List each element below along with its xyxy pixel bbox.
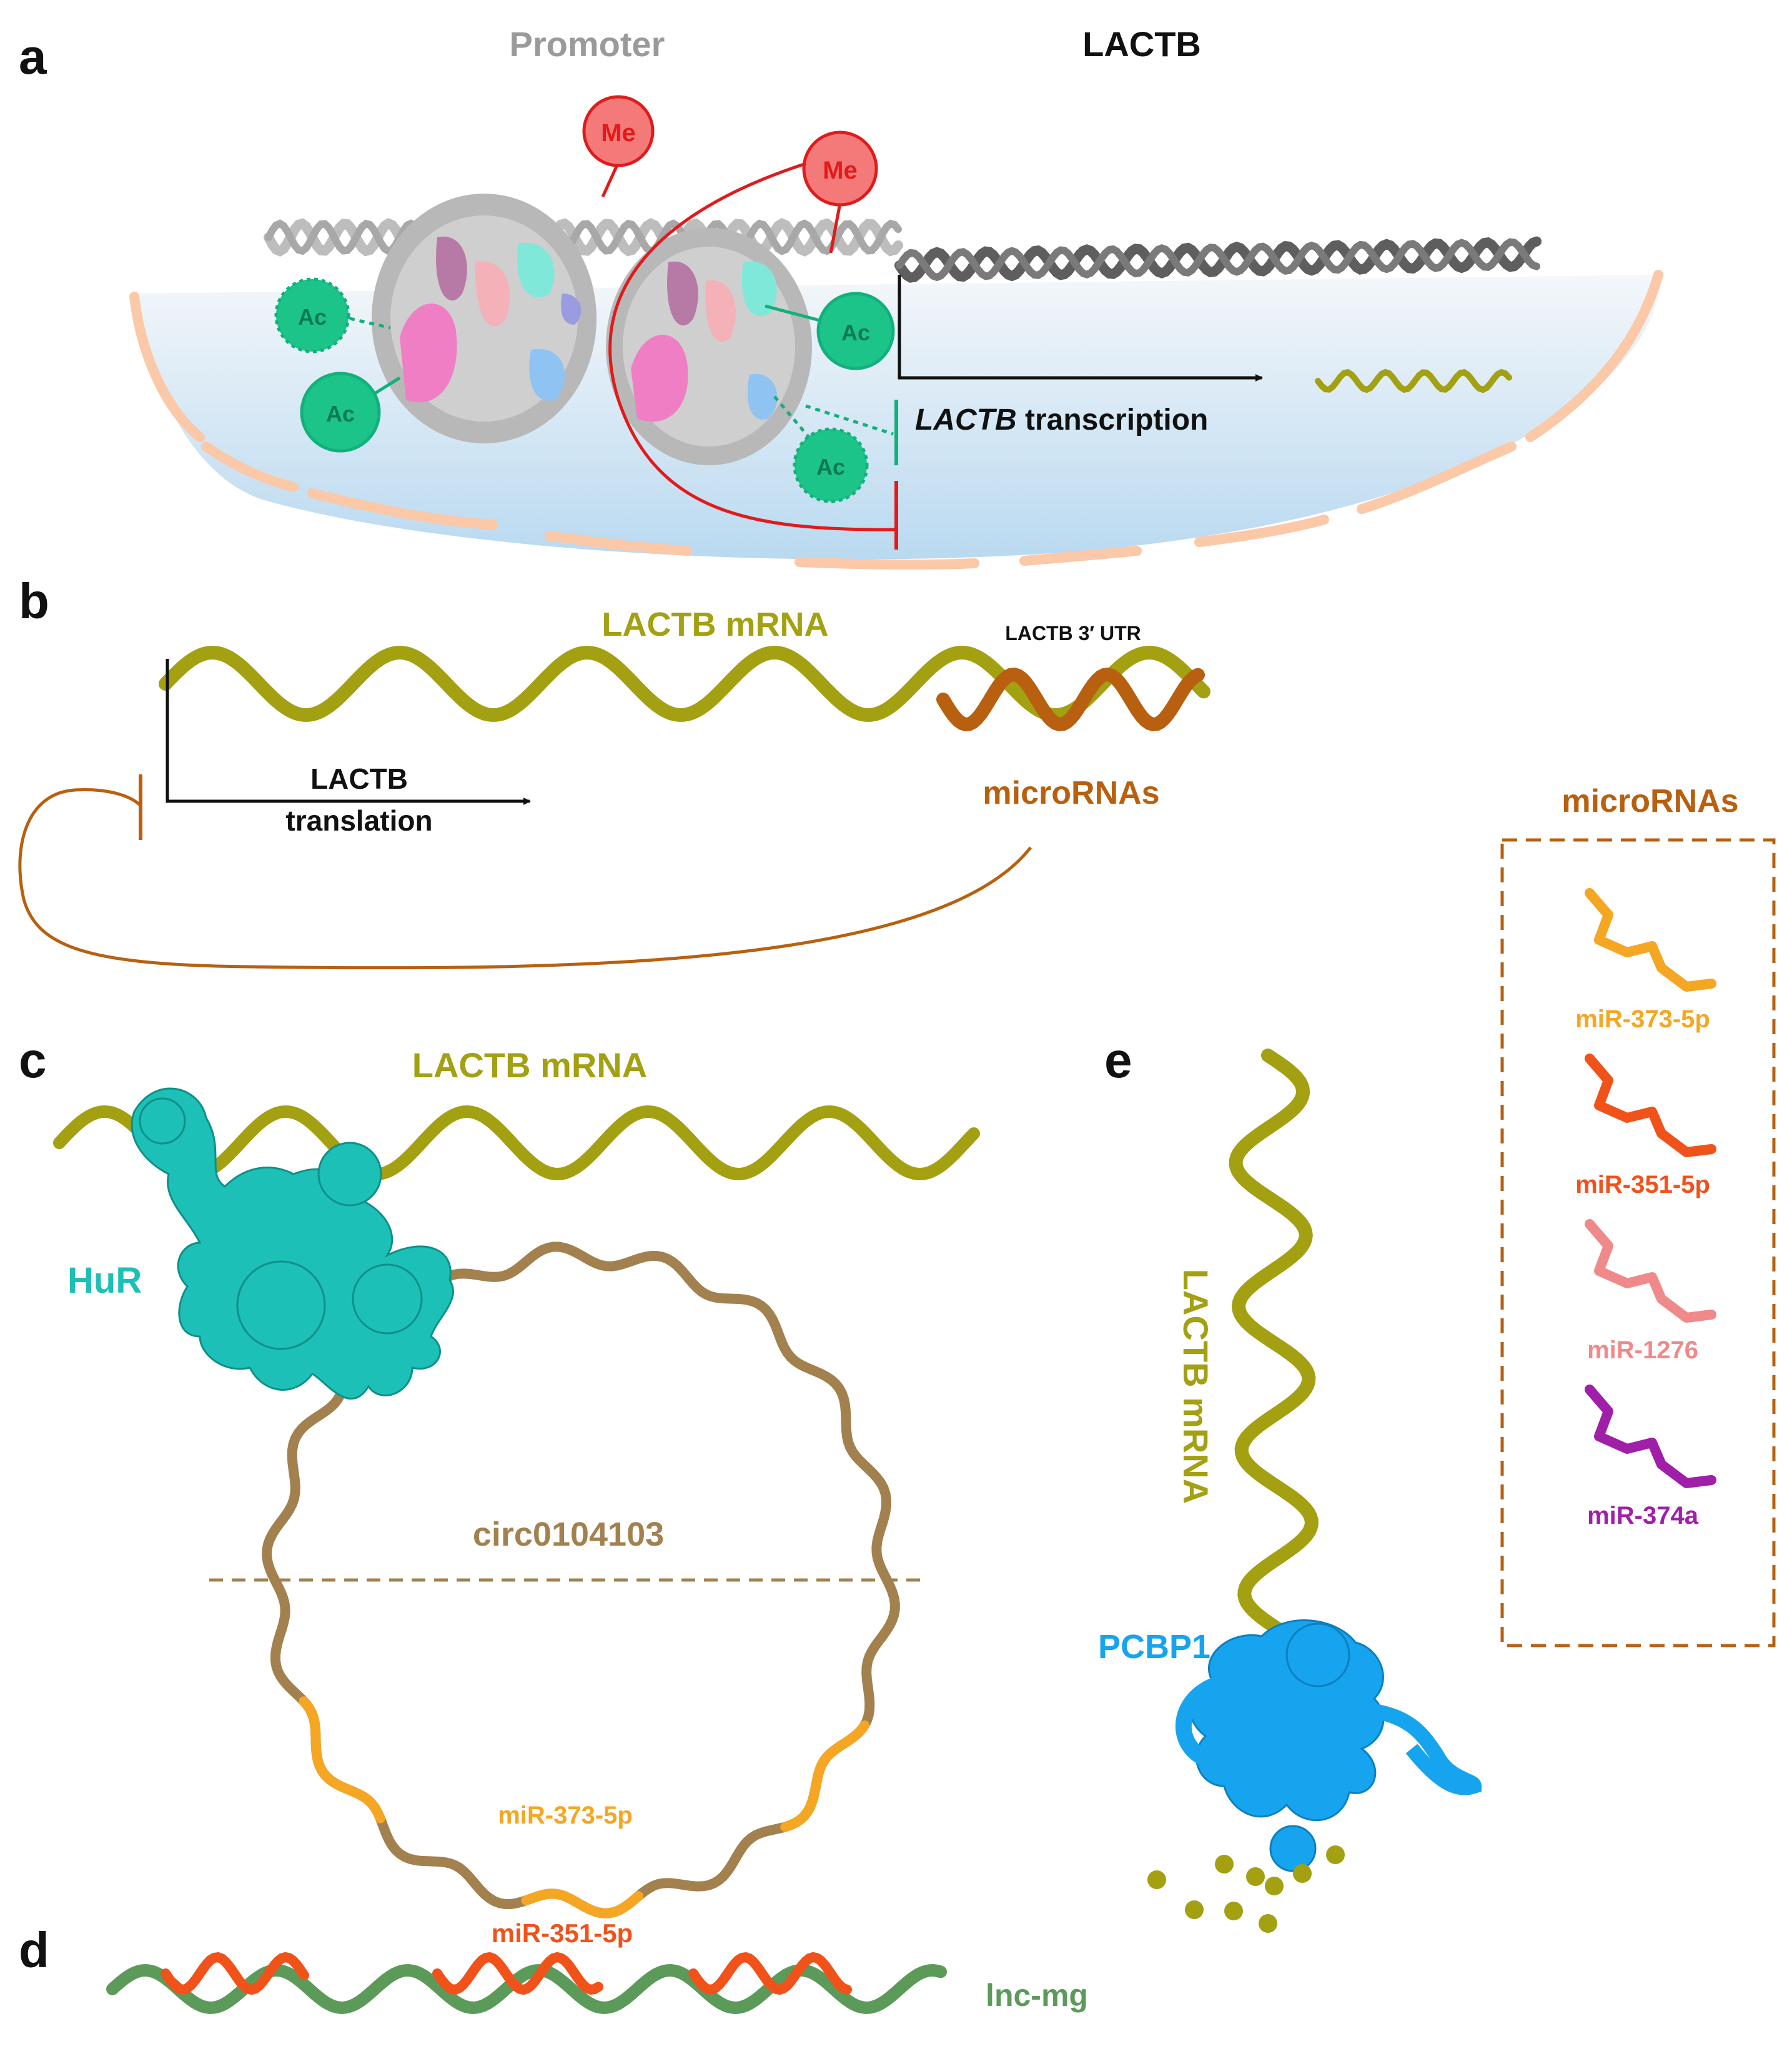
legend-label-3: miR-374a — [1587, 1502, 1699, 1529]
circ-bound-mir-373-5p-1 — [299, 1696, 385, 1824]
panel-e-label: e — [1104, 1032, 1132, 1088]
promoter-dna-strand2 — [265, 219, 902, 255]
circ-bound-mir-373-5p-3 — [780, 1720, 870, 1832]
acetyl-mark-1-text: Ac — [298, 304, 327, 330]
legend-strand-1 — [1585, 1054, 1716, 1157]
acetyl-mark-4-text: Ac — [816, 454, 845, 480]
gene-dna-strand2 — [896, 238, 1540, 282]
circ-rna — [262, 1242, 900, 1918]
legend-strand-0 — [1585, 888, 1716, 992]
panel-c-mir-label: miR-373-5p — [498, 1802, 633, 1829]
promoter-label: Promoter — [510, 24, 665, 64]
acetyl-mark-2-text: Ac — [326, 401, 355, 427]
methylation-inhibition-line — [608, 162, 897, 531]
pcbp1-protein — [1175, 1619, 1482, 1872]
panel-b-label: b — [19, 573, 49, 629]
methyl-mark-2: Me — [802, 131, 878, 254]
nuclear-envelope — [129, 270, 1663, 570]
circ-label: circ0104103 — [473, 1516, 664, 1553]
lnc-bound-mir-351-5p-2 — [432, 1952, 603, 1995]
panel-e-mrna — [1229, 1049, 1319, 1662]
panel-b-mrna — [159, 646, 1210, 722]
microrna-inhibition-line — [18, 788, 1032, 970]
panel-a-label: a — [19, 29, 47, 84]
nucleosome-2 — [606, 228, 812, 465]
panel-a: a Promoter LACTB — [19, 24, 1663, 570]
panel-e: e LACTB mRNA PCBP1 — [1098, 1032, 1482, 1933]
panel-b: b LACTB mRNA LACTB 3′ UTR LACTB translat… — [18, 573, 1210, 970]
hur-label: HuR — [67, 1260, 142, 1301]
transcription-label: LACTB transcription — [915, 403, 1208, 437]
hur-protein — [131, 1087, 454, 1400]
nucleosome-1 — [372, 194, 597, 443]
methyl-mark-1: Me — [582, 95, 655, 198]
legend-item-mir-351-5p: miR-351-5p — [1575, 1054, 1716, 1198]
utr-label: LACTB 3′ UTR — [1005, 622, 1141, 644]
acetyl-mark-3-text: Ac — [841, 320, 870, 345]
legend-label-1: miR-351-5p — [1575, 1171, 1710, 1198]
legend-label-0: miR-373-5p — [1575, 1005, 1710, 1033]
acetyl-mark-4: Ac — [773, 395, 894, 503]
translation-line-2: translation — [285, 804, 432, 837]
gene-dna — [894, 236, 1542, 283]
translation-line-1: LACTB — [310, 763, 408, 795]
lnc-bound-mir-351-5p-1 — [161, 1952, 309, 1995]
legend-item-mir-373-5p: miR-373-5p — [1575, 888, 1716, 1033]
legend-item-mir-374a: miR-374a — [1585, 1385, 1716, 1529]
legend-label-2: miR-1276 — [1587, 1336, 1698, 1364]
panel-c-label: c — [19, 1032, 47, 1088]
panel-b-micro-label: microRNAs — [983, 775, 1159, 811]
panel-b-mrna-label: LACTB mRNA — [602, 606, 829, 643]
legend-item-mir-1276: miR-1276 — [1585, 1219, 1716, 1364]
legend-title: microRNAs — [1562, 783, 1738, 819]
panel-d-label: d — [19, 1922, 49, 1978]
released-nucleotides — [1147, 1845, 1345, 1933]
circ-bound-mir-373-5p-2 — [521, 1889, 644, 1918]
panel-c: c LACTB mRNA circ0104103 miR-373-5p HuR — [19, 1032, 980, 1918]
lnc-bound-mir-351-5p-3 — [688, 1952, 852, 1995]
acetyl-mark-2: Ac — [300, 372, 401, 453]
panel-b-microrna-bound — [936, 667, 1205, 732]
panel-d-mir-label: miR-351-5p — [492, 1918, 633, 1948]
methyl-mark-2-text: Me — [823, 157, 858, 184]
panel-c-mrna-label: LACTB mRNA — [412, 1045, 647, 1085]
acetyl-mark-1: Ac — [274, 277, 391, 353]
transcription-arrow — [898, 275, 1263, 382]
legend-box — [1500, 838, 1776, 1647]
legend-strand-2 — [1585, 1219, 1716, 1323]
methyl-mark-1-text: Me — [601, 119, 636, 147]
lactb-gene-label: LACTB — [1082, 24, 1201, 64]
lnc-label: lnc-mg — [986, 1978, 1088, 2013]
translation-arrow — [166, 659, 531, 805]
legend-strand-3 — [1585, 1385, 1716, 1488]
pcbp1-label: PCBP1 — [1098, 1628, 1210, 1666]
nascent-mrna — [1315, 368, 1512, 393]
microrna-legend: microRNAs miR-373-5p miR-351-5p miR-1276 mi… — [1500, 783, 1776, 1647]
acetyl-mark-3: Ac — [765, 292, 895, 370]
panel-d: d miR-351-5p lnc-mg — [19, 1918, 1088, 2015]
panel-e-mrna-label: LACTB mRNA — [1176, 1269, 1215, 1504]
